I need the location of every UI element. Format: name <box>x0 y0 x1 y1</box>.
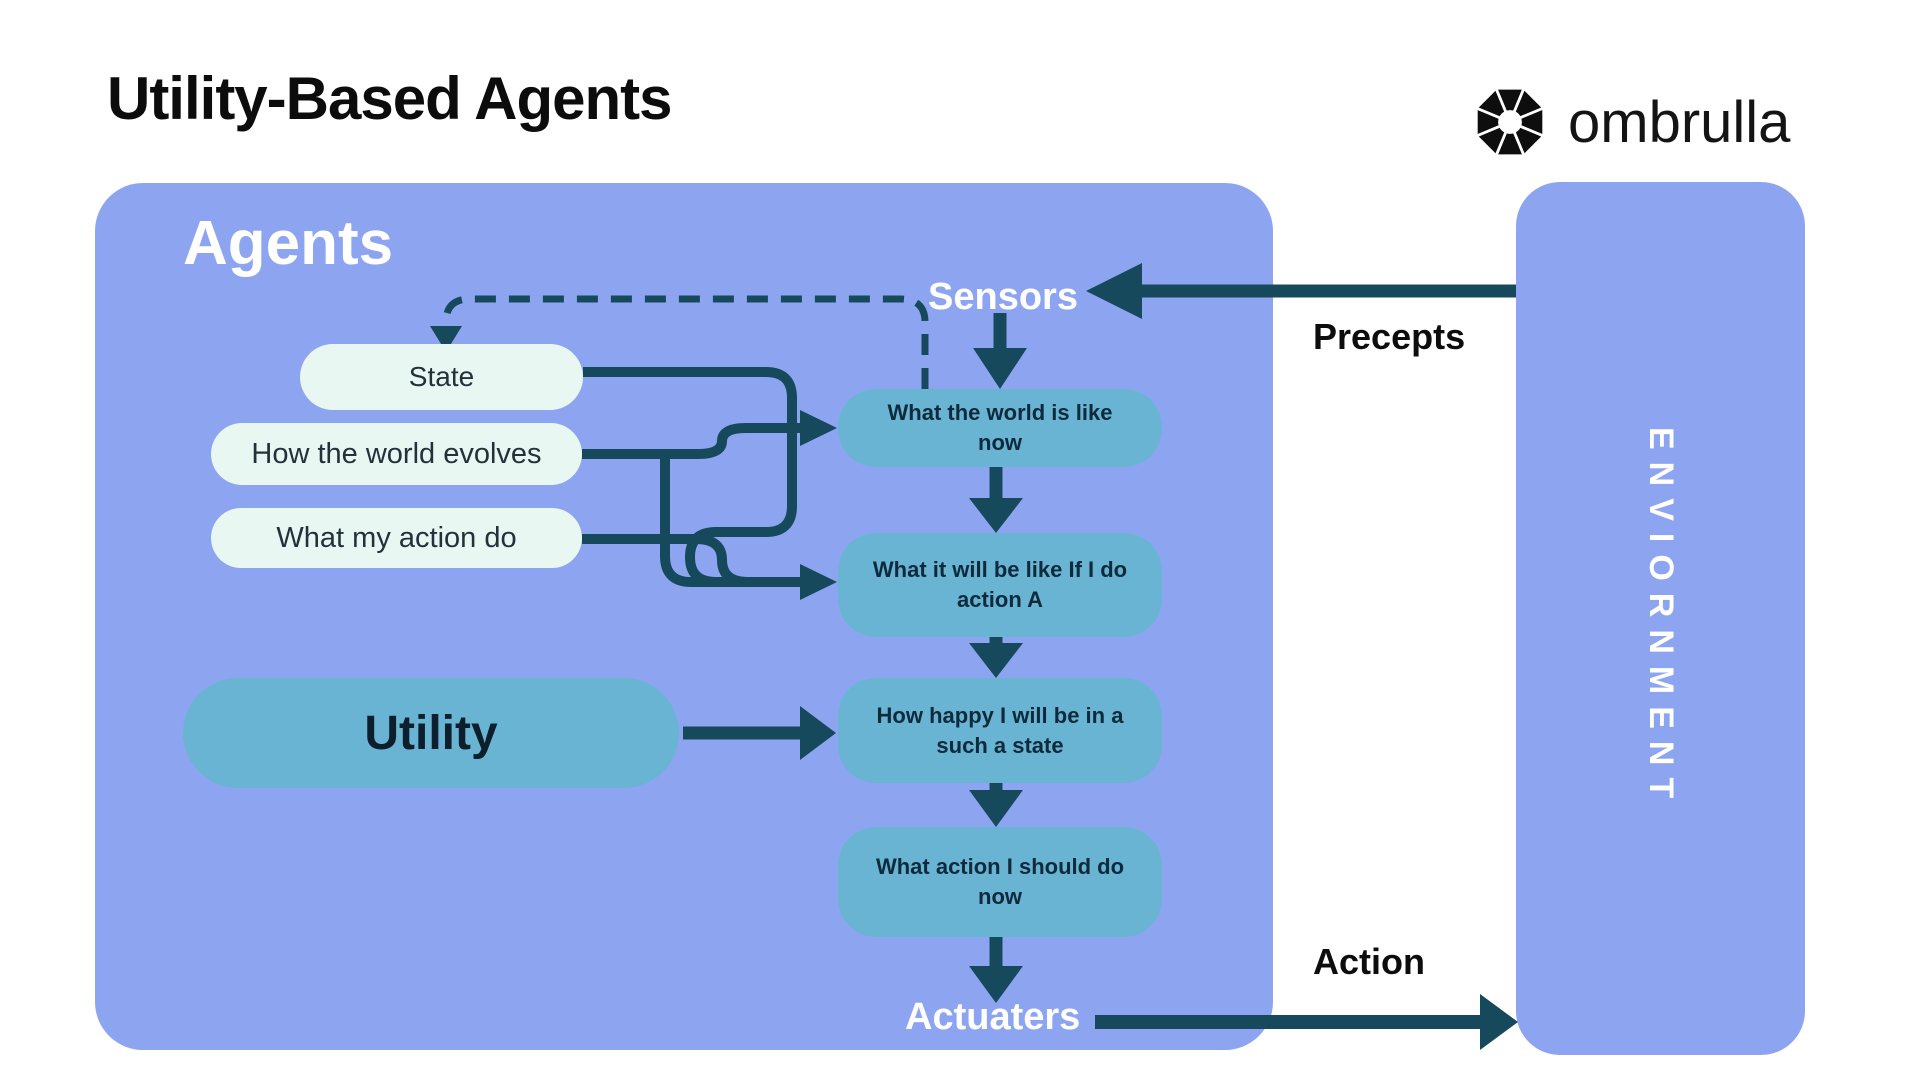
node-what-it-will-be-like: What it will be like If I do action A <box>838 533 1162 637</box>
node-world-like-now: What the world is like now <box>838 389 1162 467</box>
umbrella-octagon-segments <box>1474 86 1546 158</box>
logo-center-dot <box>1498 110 1522 134</box>
node-what-my-action-do: What my action do <box>211 508 582 568</box>
actuaters-label: Actuaters <box>905 996 1081 1038</box>
node-how-world-evolves: How the world evolves <box>211 423 582 485</box>
brand-name: ombrulla <box>1568 89 1791 155</box>
ombrulla-logo-icon <box>1474 86 1546 158</box>
node-state: State <box>300 344 583 410</box>
brand: ombrulla <box>1468 80 1790 164</box>
sensors-label: Sensors <box>928 276 1078 318</box>
node-utility: Utility <box>183 678 679 788</box>
percepts-label: Precepts <box>1313 316 1466 357</box>
page-title: Utility-Based Agents <box>107 65 673 132</box>
environment-label: ENVIORNMENT <box>1642 426 1680 811</box>
agents-panel-title: Agents <box>183 209 394 278</box>
action-label: Action <box>1313 941 1425 982</box>
environment-panel: ENVIORNMENT <box>1516 182 1805 1055</box>
arrowhead-into-environment <box>1480 994 1518 1050</box>
node-how-happy: How happy I will be in a such a state <box>838 678 1162 783</box>
node-what-action-now: What action I should do now <box>838 827 1162 937</box>
